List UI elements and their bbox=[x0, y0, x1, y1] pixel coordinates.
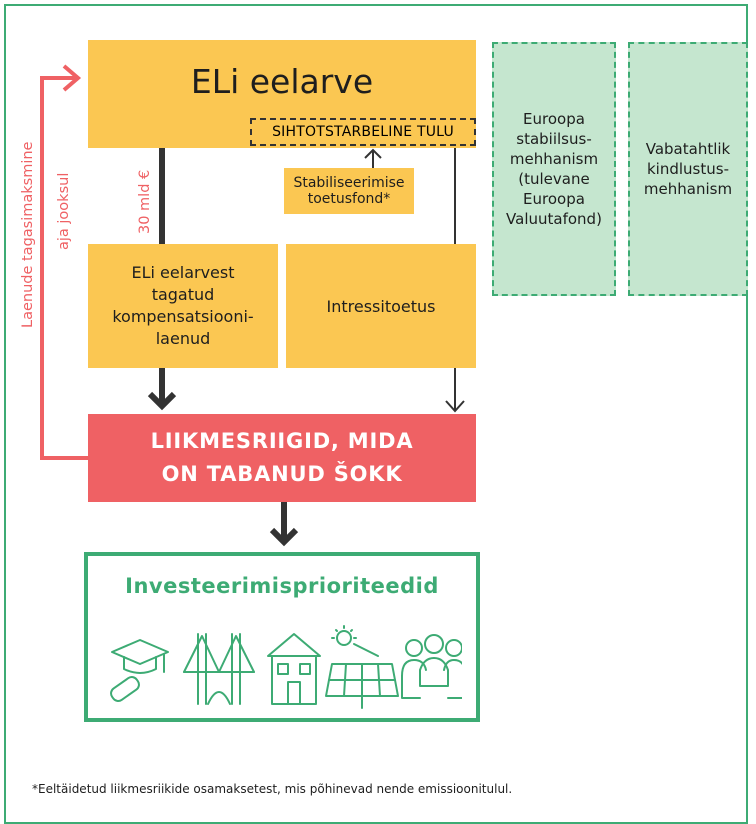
esm-label: Euroopa stabiilsus-mehhanism (tulevane E… bbox=[506, 110, 602, 228]
interest-box: Intressitoetus bbox=[286, 244, 476, 368]
member-states-box: LIIKMESRIIGID, MIDA ON TABANUD ŠOKK bbox=[88, 414, 476, 502]
bridge-icon bbox=[183, 633, 255, 705]
investment-title: Investeerimisprioriteedid bbox=[125, 574, 439, 598]
education-icon bbox=[110, 639, 169, 702]
stabilisation-fund-box: Stabiliseerimise toetusfond* bbox=[284, 168, 414, 214]
eu-budget-label: ELi eelarve bbox=[190, 62, 374, 101]
investment-icons bbox=[110, 625, 462, 709]
repayment-arrow-line bbox=[40, 76, 88, 460]
insurance-box: Vabatahtlik kindlustus-mehhanism bbox=[628, 42, 748, 296]
interest-to-states-arrowhead bbox=[445, 400, 465, 413]
house-icon bbox=[267, 633, 321, 705]
people-icon bbox=[401, 634, 462, 699]
insurance-label: Vabatahtlik kindlustus-mehhanism bbox=[643, 140, 733, 198]
footnote: *Eeltäidetud liikmesriikide osamaksetest… bbox=[32, 782, 513, 796]
solar-panel-icon bbox=[325, 625, 399, 709]
loans-label: ELi eelarvest tagatud kompensatsiooni-la… bbox=[112, 263, 254, 348]
stabilisation-fund-label: Stabiliseerimise toetusfond* bbox=[293, 175, 405, 207]
loans-amount-label: 30 mld € bbox=[137, 169, 153, 234]
repayment-label-line2: aja jooksul bbox=[56, 172, 72, 250]
repayment-label-line1: Laenude tagasimaksmine bbox=[20, 141, 36, 328]
earmarked-revenue-label: SIHTOTSTARBELINE TULU bbox=[272, 124, 454, 140]
loans-box: ELi eelarvest tagatud kompensatsiooni-la… bbox=[88, 244, 278, 368]
states-to-invest-arrowhead bbox=[269, 527, 299, 547]
repayment-arrowhead bbox=[62, 64, 82, 92]
investment-box: Investeerimisprioriteedid bbox=[84, 552, 480, 722]
earmarked-revenue-box: SIHTOTSTARBELINE TULU bbox=[250, 118, 476, 146]
interest-label: Intressitoetus bbox=[326, 296, 436, 316]
stab-fund-arrowhead bbox=[364, 148, 382, 159]
esm-box: Euroopa stabiilsus-mehhanism (tulevane E… bbox=[492, 42, 616, 296]
member-states-label: LIIKMESRIIGID, MIDA ON TABANUD ŠOKK bbox=[150, 429, 414, 486]
loans-to-states-arrowhead bbox=[147, 391, 177, 411]
